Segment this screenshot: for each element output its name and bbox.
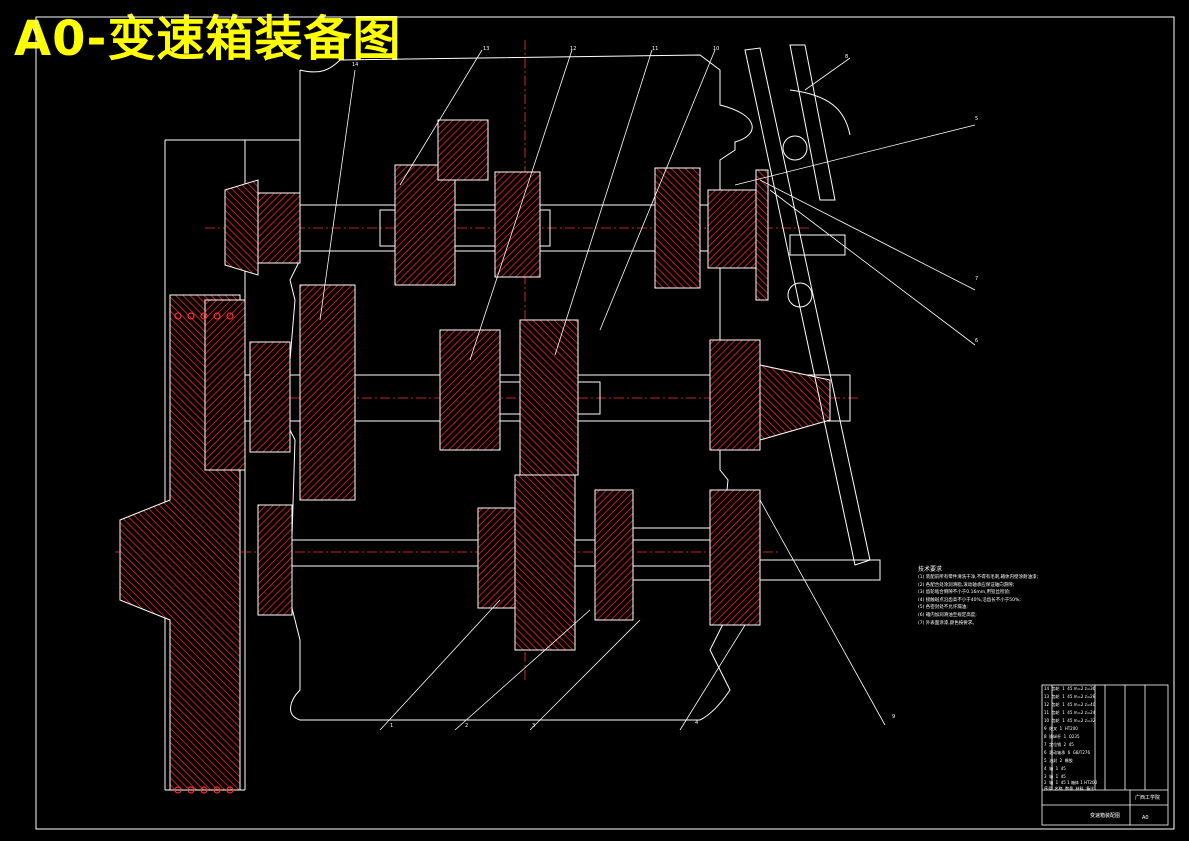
drawing-title: A0-变速箱装备图 (14, 11, 402, 67)
callout-12: 12 (570, 46, 577, 52)
callout-3: 3 (532, 723, 536, 729)
tech-note-line: (4) 接触斑点沿齿高不小于40%,沿齿长不小于50%; (918, 597, 1021, 603)
title-block-grid (1041, 684, 1169, 826)
gear-top-right (494, 171, 541, 278)
bearing-top-left (257, 192, 301, 264)
callout-14: 14 (352, 62, 359, 68)
cover-top-left (224, 179, 259, 276)
pulley-bolts (174, 312, 234, 794)
parts-row: 5 油封 2 橡胶 (1044, 758, 1073, 763)
callout-5: 5 (975, 116, 979, 122)
tech-note-line: (3) 齿轮啮合侧隙不小于0.16mm,用铅丝检验; (918, 590, 1011, 596)
gear-mid-right (519, 319, 579, 476)
callout-7: 7 (975, 276, 979, 282)
parts-row: 2 轴 1 45 1 箱体 1 HT200 (1044, 780, 1098, 785)
gear-bot-center (514, 474, 576, 651)
callout-1: 1 (390, 723, 394, 729)
bearing-bot-right (709, 489, 761, 626)
school-name: 广西工学院 (1135, 795, 1161, 801)
parts-header: 序号 名称 数量 材料 备注 (1044, 786, 1095, 791)
bearing-top-right (707, 189, 757, 269)
bearing-mid-right (709, 339, 761, 451)
callout-9: 9 (892, 714, 896, 720)
cover-mid-right (759, 364, 831, 441)
parts-row: 3 轴 1 45 (1044, 774, 1066, 779)
shift-linkage (744, 44, 881, 581)
gear-bot-right (594, 489, 634, 621)
gear-top-center (437, 119, 489, 181)
gear-top-far-right (654, 167, 701, 289)
parts-row: 7 定位销 2 45 (1044, 742, 1074, 747)
callout-2: 2 (465, 723, 469, 729)
callout-6: 6 (975, 338, 979, 344)
technical-requirements: 技术要求 (1) 装配前所有零件清洗干净,不得有毛刺,箱体内壁涂耐油漆; (2)… (918, 566, 1168, 627)
parts-row: 13 齿轮 1 45 m=2 z=28 (1044, 694, 1096, 699)
leader-lines (319, 49, 976, 731)
callout-10: 10 (713, 46, 720, 52)
pulley-hub (204, 299, 246, 471)
cover-top-right (755, 169, 769, 301)
parts-row: 4 轴 1 45 (1044, 766, 1066, 771)
gear-mid-left (299, 284, 356, 501)
parts-row: 9 拨叉 1 HT200 (1044, 726, 1078, 731)
drawing-name: 变速箱装配图 (1090, 813, 1121, 819)
parts-row: 14 齿轮 1 45 m=2 z=36 (1044, 686, 1096, 691)
tech-note-line: (1) 装配前所有零件清洗干净,不得有毛刺,箱体内壁涂耐油漆; (918, 575, 1039, 580)
tech-note-line: (6) 箱内加润滑油至规定高度; (918, 612, 977, 618)
gear-mid-center (439, 329, 501, 451)
parts-row: 10 齿轮 1 45 m=2 z=32 (1044, 718, 1096, 723)
parts-row: 12 齿轮 1 45 m=2 z=40 (1044, 702, 1096, 707)
tech-note-line: (5) 各密封处不允许漏油; (918, 605, 968, 611)
tech-note-line: (7) 外表面涂漆,颜色按要求。 (918, 620, 977, 626)
bearing-bot-left (257, 504, 293, 616)
bearing-mid-left (249, 341, 291, 453)
drawing-frame (35, 16, 1175, 830)
sheet-size: A0 (1142, 815, 1149, 821)
parts-row: 6 滚动轴承 6 GB/T276 (1044, 750, 1091, 755)
callout-11: 11 (652, 46, 659, 52)
callout-13: 13 (483, 46, 490, 52)
gear-top-left (394, 164, 456, 286)
callout-8: 8 (845, 54, 849, 60)
tech-note-line: (2) 各配合处涂润滑脂,滚动轴承应保证轴向游隙; (918, 582, 1015, 588)
parts-row: 11 齿轮 1 45 m=2 z=24 (1044, 710, 1096, 715)
tech-notes-heading: 技术要求 (918, 566, 943, 573)
callout-4: 4 (695, 720, 699, 726)
parts-row: 8 操纵杆 1 Q235 (1044, 734, 1080, 739)
